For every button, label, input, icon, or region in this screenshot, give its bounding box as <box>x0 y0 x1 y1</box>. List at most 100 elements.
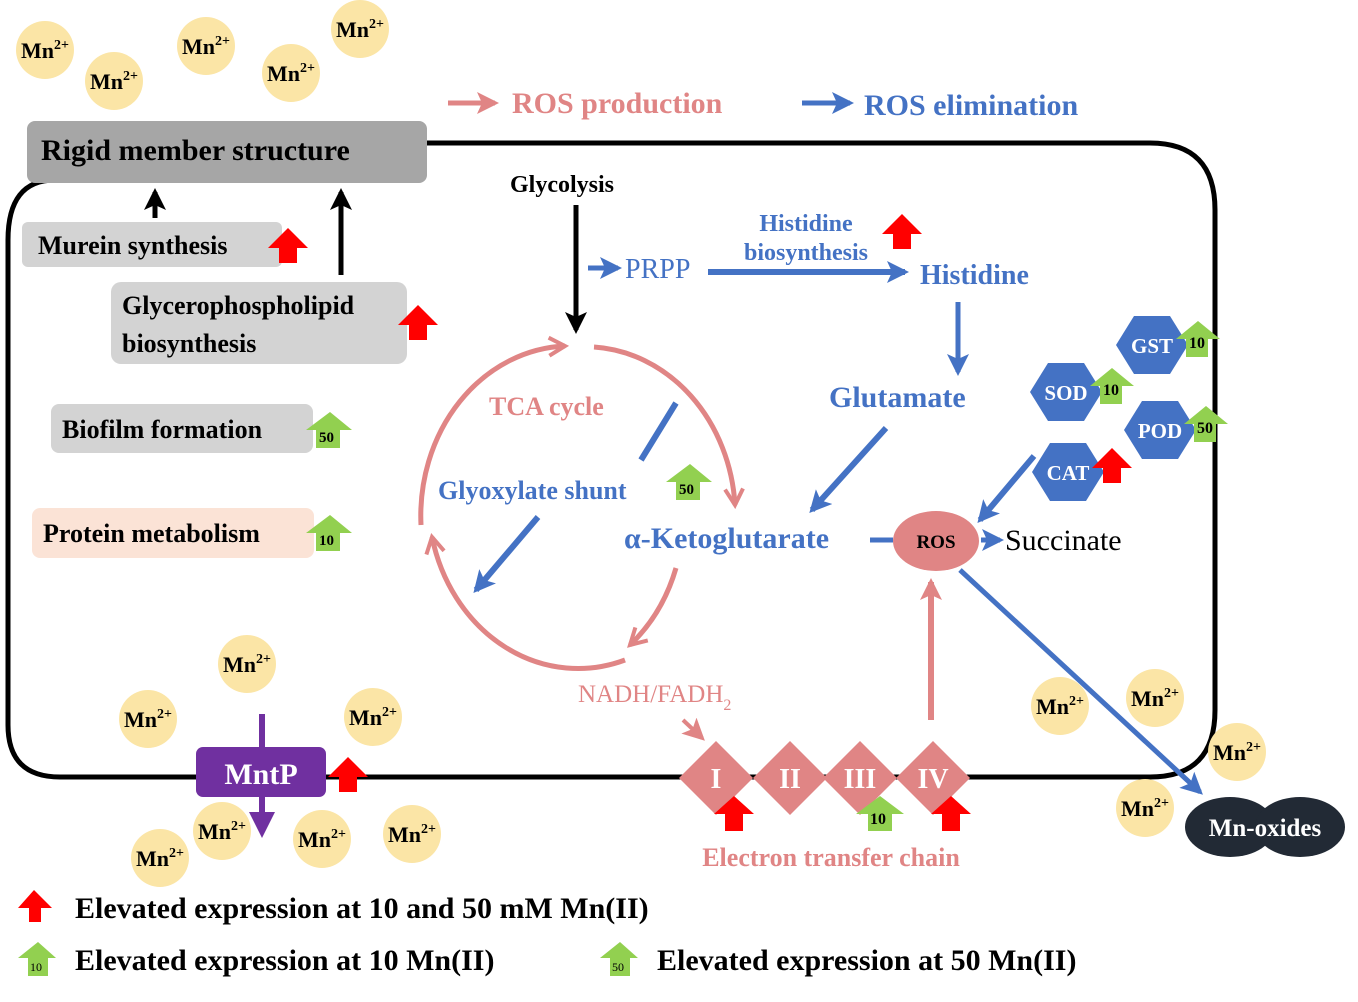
ros-node <box>893 511 979 571</box>
enzyme-sod: SOD 10 <box>1030 363 1134 421</box>
badge-value: 10 <box>1103 382 1119 399</box>
badge-value: 50 <box>319 430 334 446</box>
rigid-member-structure-box <box>27 121 427 183</box>
red-up-arrow-icon <box>882 214 922 249</box>
mn-ion: Mn2+ <box>16 21 74 79</box>
red-up-arrow-icon <box>931 796 971 831</box>
histidine-biosynthesis-label-line2: biosynthesis <box>744 240 868 266</box>
green-up-arrow-icon: 50 <box>306 412 352 448</box>
mn-ion: Mn2+ <box>177 17 235 75</box>
etc-complex-label: IV <box>917 764 948 795</box>
protein-metabolism-label: Protein metabolism <box>43 519 260 548</box>
mn-ion: Mn2+ <box>131 829 189 887</box>
glutamate-to-akg-arrow <box>809 425 889 513</box>
enzyme-label: GST <box>1131 334 1173 358</box>
red-up-arrow-icon <box>398 305 438 340</box>
enzyme-label: CAT <box>1047 461 1090 485</box>
legend-red-arrow-icon <box>18 890 52 922</box>
mn-ion: Mn2+ <box>331 0 389 58</box>
mn-oxides-node: Mn-oxides <box>1185 797 1345 857</box>
enzyme-cat: CAT <box>1032 443 1132 501</box>
tca-cycle-label: TCA cycle <box>489 392 604 421</box>
mn-ion: Mn2+ <box>193 802 251 860</box>
glycolysis-label: Glycolysis <box>510 172 614 198</box>
rigid-member-structure-label: Rigid member structure <box>41 134 350 167</box>
mn-ion: Mn2+ <box>383 805 441 863</box>
tca-arc-top-left <box>418 346 565 526</box>
glyoxylate-shunt-line <box>638 401 679 462</box>
mntp-box <box>196 747 326 797</box>
etc-complex-label: II <box>779 764 801 795</box>
nadh-subscript: 2 <box>723 697 731 714</box>
ros-elimination-legend-label: ROS elimination <box>864 89 1079 122</box>
mn-ion: Mn2+ <box>1126 669 1184 727</box>
mn-ion: Mn2+ <box>1031 677 1089 735</box>
legend-green10-label: Elevated expression at 10 Mn(II) <box>75 944 494 977</box>
green-up-arrow-icon: 50 <box>666 464 712 500</box>
glyoxylate-shunt-label: Glyoxylate shunt <box>438 476 627 505</box>
tca-arc-bottom-right <box>630 567 679 645</box>
cell-membrane <box>5 140 1218 780</box>
mn-ion-label: Mn2+ <box>1131 686 1179 711</box>
enzyme-label: SOD <box>1044 381 1087 405</box>
enzyme-pod: POD 50 <box>1124 401 1228 459</box>
nadh-to-etc-arrow <box>681 717 705 741</box>
histidine-biosynthesis-label-line1: Histidine <box>759 211 853 237</box>
badge-value: 10 <box>870 811 886 828</box>
enzyme-label: POD <box>1138 419 1182 443</box>
legend-green50-arrow-icon: 50 <box>600 942 638 976</box>
red-up-arrow-icon <box>1092 448 1132 483</box>
succinate-label: Succinate <box>1005 524 1122 557</box>
badge-value: 10 <box>30 960 42 974</box>
mn-ion: Mn2+ <box>262 44 320 102</box>
biofilm-formation-label: Biofilm formation <box>62 415 263 444</box>
tca-arc-top-right <box>593 344 735 505</box>
badge-value: 50 <box>679 482 694 498</box>
biofilm-formation-box <box>51 404 313 453</box>
ros-label: ROS <box>916 532 955 553</box>
legend-green50-label: Elevated expression at 50 Mn(II) <box>657 944 1076 977</box>
murein-synthesis-label: Murein synthesis <box>38 231 228 260</box>
histidine-label: Histidine <box>920 260 1029 291</box>
prpp-label: PRPP <box>625 254 690 285</box>
tca-arc-bottom-left <box>432 537 626 672</box>
mn-ion-label: Mn2+ <box>1213 740 1261 765</box>
green-up-arrow-icon: 10 <box>1090 368 1134 404</box>
glutamate-label: Glutamate <box>829 381 966 414</box>
badge-value: 50 <box>612 960 624 974</box>
etc-complex-ii: II <box>753 741 827 815</box>
glycerophospholipid-label-line2: biosynthesis <box>122 329 256 358</box>
legend-red-label: Elevated expression at 10 and 50 mM Mn(I… <box>75 892 649 925</box>
green-up-arrow-icon: 10 <box>1176 321 1220 357</box>
mn-ion: Mn2+ <box>344 688 402 746</box>
enzymes-to-ros-arrow <box>977 454 1037 524</box>
badge-value: 10 <box>1189 335 1205 352</box>
green-up-arrow-icon: 50 <box>1184 406 1228 442</box>
mn-ion: Mn2+ <box>1208 723 1266 781</box>
ros-production-legend-label: ROS production <box>512 87 723 120</box>
red-up-arrow-icon <box>328 757 368 792</box>
badge-value: 50 <box>1197 420 1213 437</box>
nadh-text: NADH/FADH <box>578 681 723 708</box>
protein-metabolism-box <box>32 508 314 558</box>
mn-ion: Mn2+ <box>218 635 276 693</box>
red-up-arrow-icon <box>714 796 754 831</box>
green-up-arrow-icon: 10 <box>856 796 904 831</box>
glyoxylate-shunt-arrow <box>473 515 541 594</box>
mn-ion: Mn2+ <box>85 52 143 110</box>
glycerophospholipid-box <box>111 282 407 364</box>
nadh-fadh2-label: NADH/FADH2 <box>578 681 731 714</box>
glycerophospholipid-label-line1: Glycerophospholipid <box>122 291 355 320</box>
mn-ion: Mn2+ <box>119 690 177 748</box>
alpha-ketoglutarate-label: α-Ketoglutarate <box>624 522 829 555</box>
electron-transfer-chain-label: Electron transfer chain <box>702 843 960 872</box>
mn-ion: Mn2+ <box>1116 779 1174 837</box>
etc-complex-label: I <box>711 764 722 795</box>
red-up-arrow-icon <box>268 228 308 263</box>
mn-ion-label: Mn2+ <box>136 846 184 871</box>
legend-green10-arrow-icon: 10 <box>18 942 56 976</box>
enzyme-gst: GST 10 <box>1116 316 1220 374</box>
mn-oxides-label: Mn-oxides <box>1209 815 1322 842</box>
green-up-arrow-icon: 10 <box>306 515 352 551</box>
